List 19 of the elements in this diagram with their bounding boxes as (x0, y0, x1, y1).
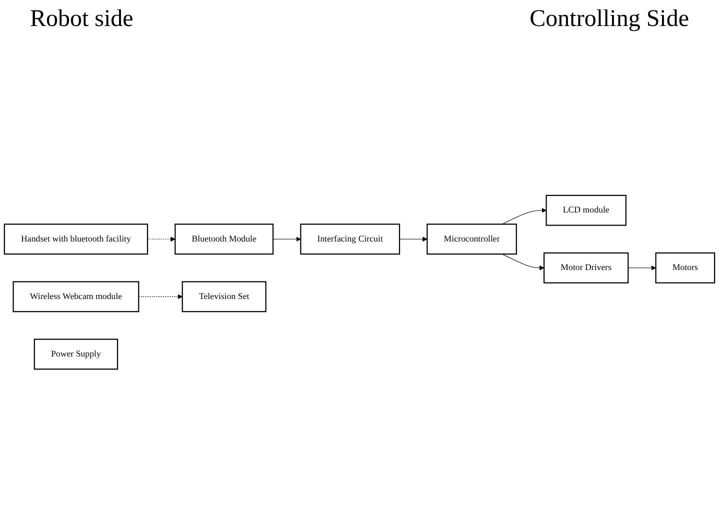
node-box: Motor Drivers (544, 252, 629, 284)
node-box: Power Supply (34, 338, 118, 370)
node-box: Television Set (182, 281, 266, 312)
arrow (502, 208, 546, 225)
side-heading: Robot side (30, 6, 134, 34)
node-box: Interfacing Circuit (300, 224, 400, 255)
side-heading: Controlling Side (530, 6, 689, 34)
node-box: Bluetooth Module (174, 224, 274, 255)
node-box: Motors (655, 252, 716, 284)
arrow (272, 236, 301, 242)
arrow (147, 236, 176, 242)
node-box: LCD module (546, 195, 626, 226)
arrow (502, 254, 544, 271)
node-box: Wireless Webcam module (12, 281, 140, 312)
node-box: Microcontroller (426, 224, 517, 255)
arrow (138, 294, 183, 300)
arrow (628, 266, 656, 271)
node-box: Handset with bluetooth facility (4, 224, 148, 255)
arrow (399, 236, 428, 242)
